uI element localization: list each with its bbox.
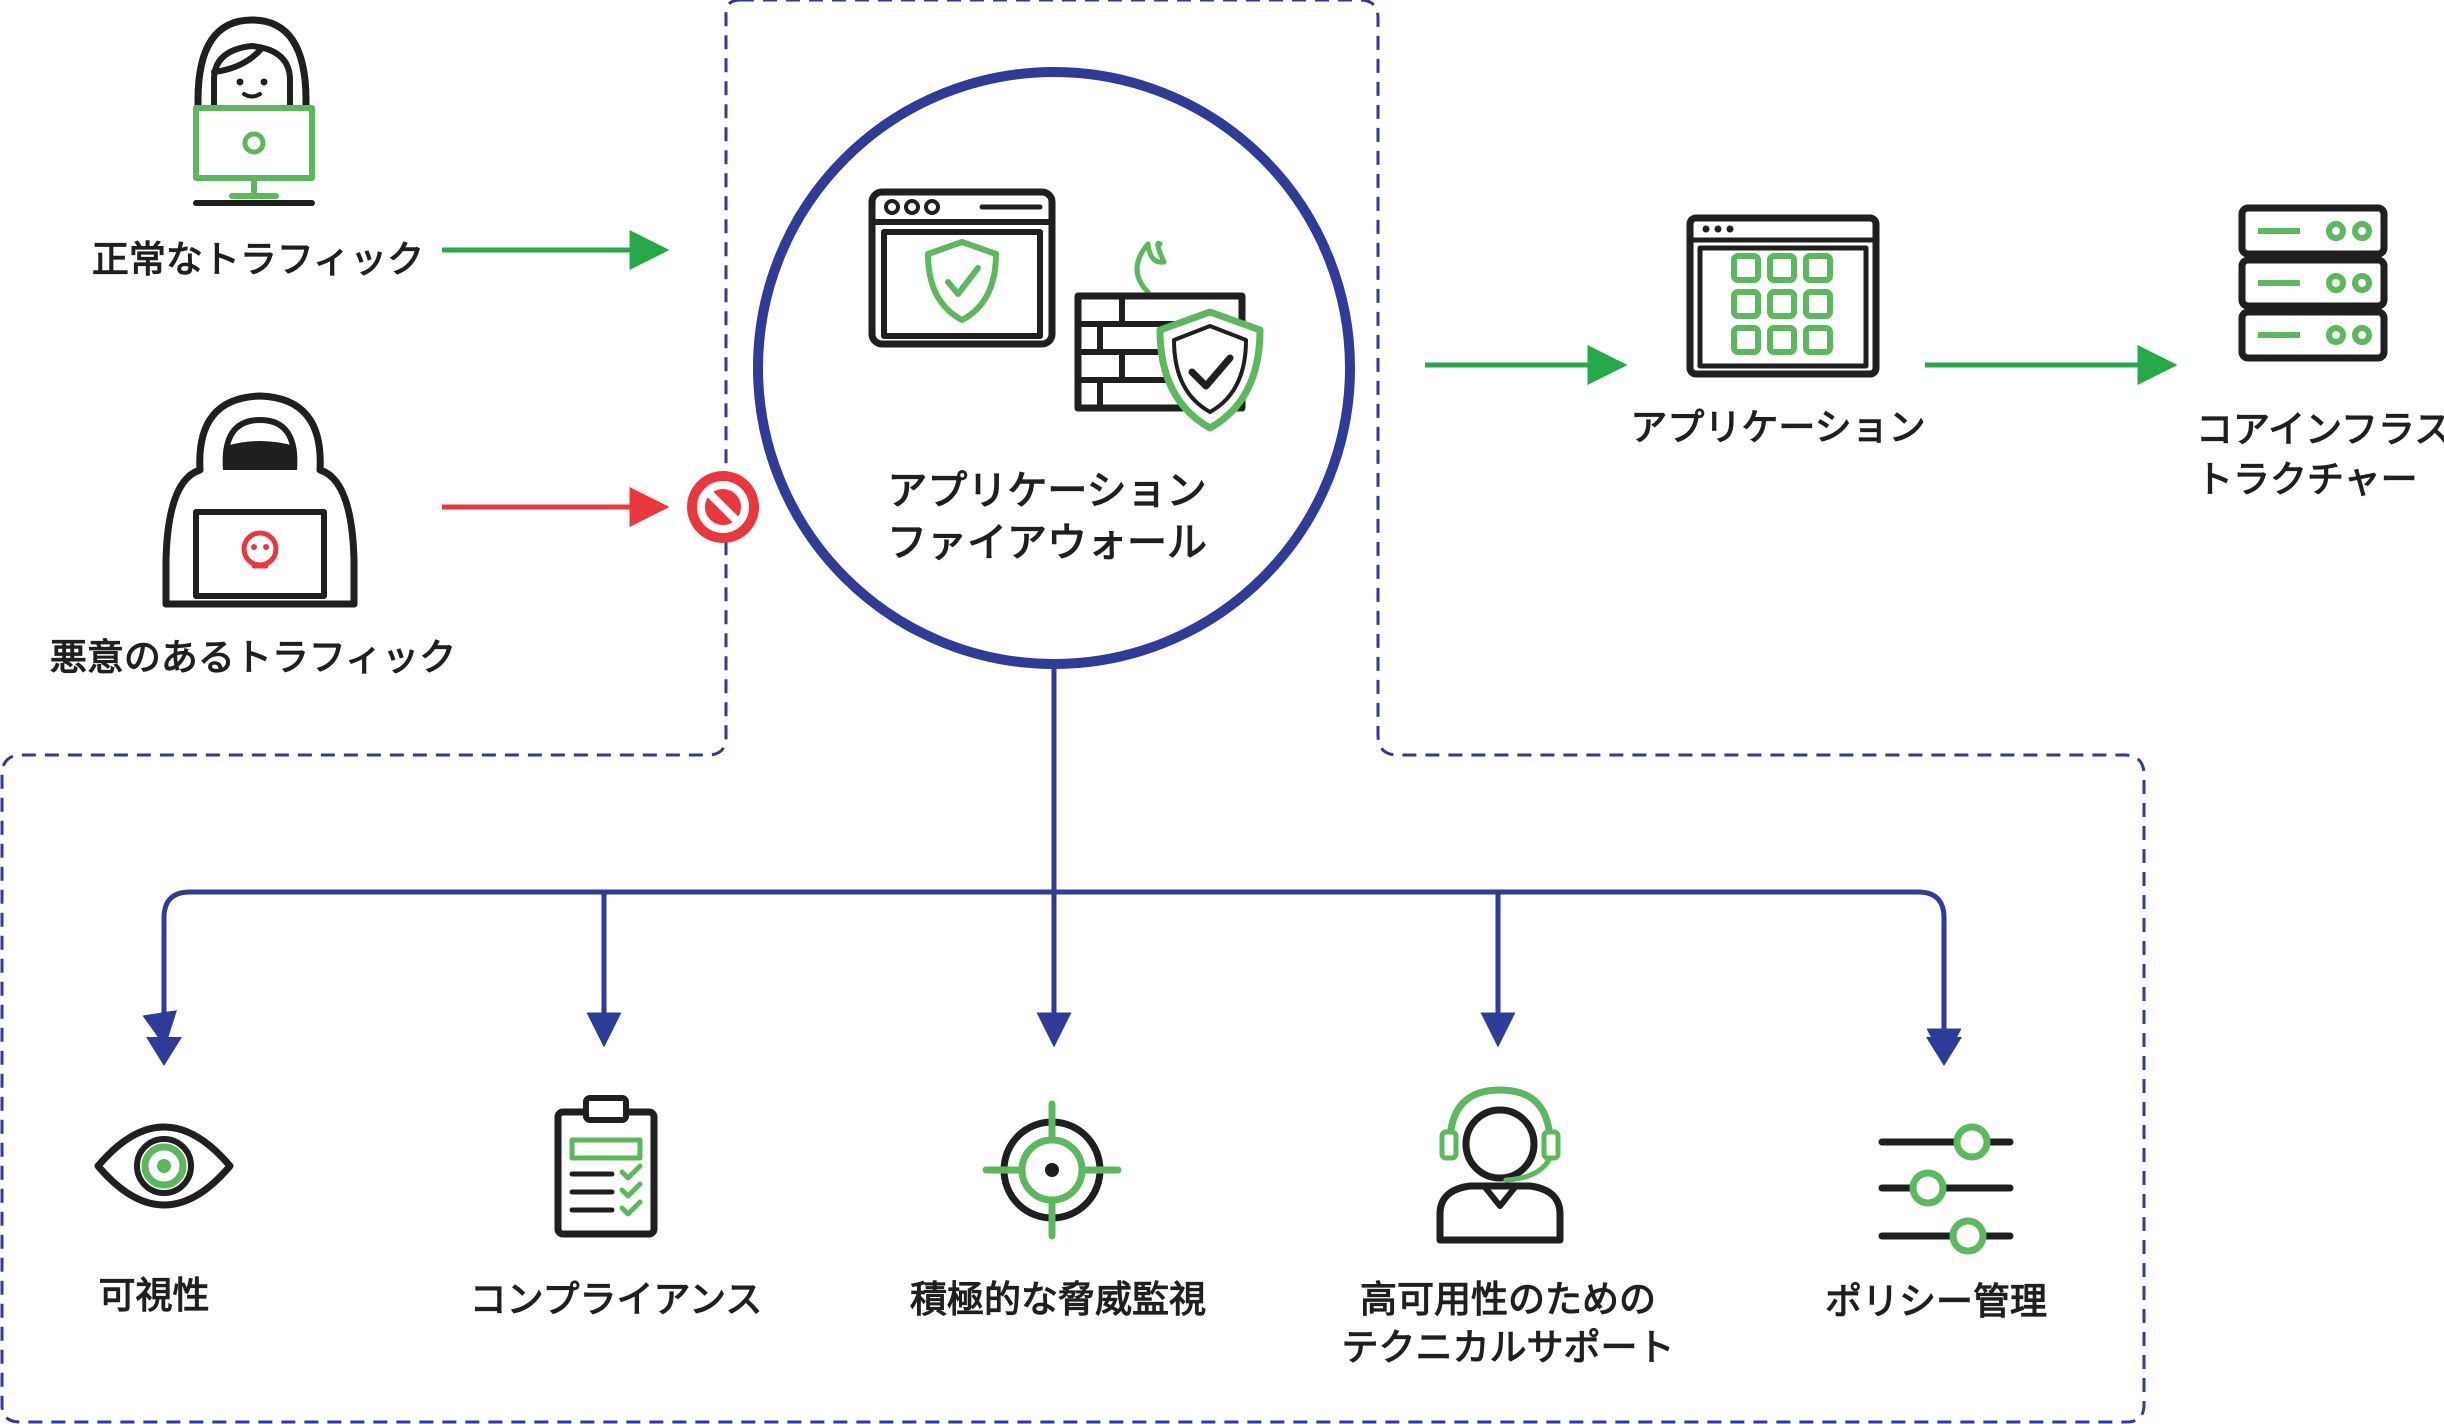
visibility-label: 可視性	[99, 1274, 210, 1317]
support-label-line2: テクニカルサポート	[1342, 1326, 1675, 1369]
dashed-boundary	[0, 0, 2146, 1424]
visibility-arrowhead	[146, 1037, 182, 1066]
user-laptop-icon	[193, 16, 315, 206]
feature-connectors	[161, 664, 1962, 1064]
browser-shield-icon	[868, 188, 1056, 348]
server-rack-icon	[2238, 204, 2388, 362]
support-label-line1: 高可用性のための	[1360, 1278, 1656, 1321]
sliders-icon	[1878, 1123, 2014, 1255]
application-grid-icon	[1686, 214, 1880, 378]
hacker-icon	[162, 392, 358, 608]
core-infrastructure-label-line2: トラクチャー	[2196, 458, 2418, 501]
firewall-label-line2: ファイアウォール	[887, 520, 1207, 566]
malicious-traffic-label: 悪意のあるトラフィック	[50, 636, 456, 679]
firewall-circle	[753, 67, 1355, 669]
compliance-label: コンプライアンス	[470, 1278, 763, 1321]
headset-agent-icon	[1436, 1086, 1564, 1244]
policy-label: ポリシー管理	[1825, 1280, 2047, 1323]
firewall-wall-icon	[1074, 240, 1264, 432]
block-icon	[687, 471, 759, 543]
policy-arrowhead	[1926, 1037, 1962, 1066]
threat-monitoring-label: 積極的な脅威監視	[910, 1278, 1206, 1321]
firewall-label-line1: アプリケーション	[887, 468, 1206, 514]
core-infrastructure-label-line1: コアインフラス	[2196, 408, 2444, 451]
eye-icon	[94, 1123, 234, 1209]
normal-traffic-label: 正常なトラフィック	[92, 238, 424, 281]
target-crosshair-icon	[982, 1100, 1122, 1240]
application-label: アプリケーション	[1630, 406, 1925, 449]
clipboard-checklist-icon	[554, 1095, 658, 1238]
